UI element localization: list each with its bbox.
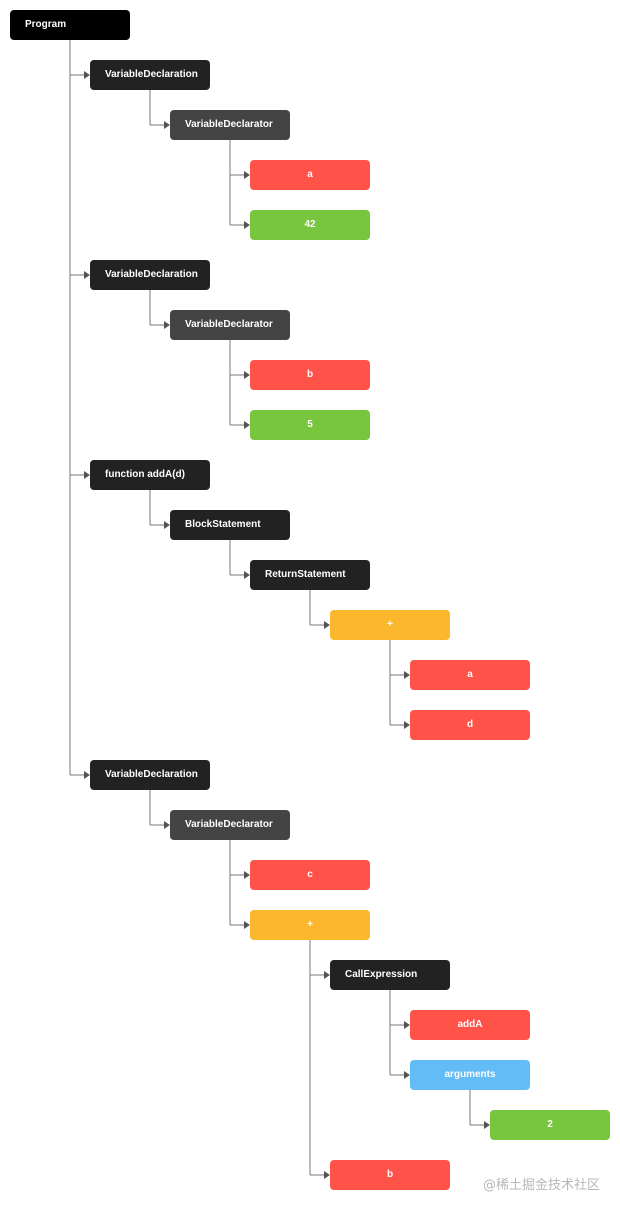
arrow-id-c [244, 871, 250, 879]
node-vdecl-2: VariableDeclaration [90, 260, 210, 290]
arrow-plus-2 [244, 921, 250, 929]
node-vdeclr-2: VariableDeclarator [170, 310, 290, 340]
node-label: function addA(d) [105, 469, 185, 480]
node-vdecl-3: VariableDeclaration [90, 760, 210, 790]
node-lit-5: 5 [250, 410, 370, 440]
arrow-args [404, 1071, 410, 1079]
node-label: VariableDeclaration [105, 769, 198, 780]
arrow-id-b-2 [324, 1171, 330, 1179]
node-label: b [306, 369, 314, 380]
node-call: CallExpression [330, 960, 450, 990]
node-label: 42 [304, 219, 316, 230]
node-program: Program [10, 10, 130, 40]
arrow-return [244, 571, 250, 579]
arrow-vdeclr-2 [164, 321, 170, 329]
node-label: + [387, 619, 393, 630]
node-label: VariableDeclarator [185, 119, 273, 130]
node-vdeclr-3: VariableDeclarator [170, 810, 290, 840]
arrow-lit-2 [484, 1121, 490, 1129]
arrow-func-adda [84, 471, 90, 479]
node-id-a: a [250, 160, 370, 190]
node-label: 5 [307, 419, 313, 430]
node-label: b [386, 1169, 394, 1180]
node-label: ReturnStatement [265, 569, 346, 580]
node-lit-2: 2 [490, 1110, 610, 1140]
node-id-b: b [250, 360, 370, 390]
arrow-id-a [244, 171, 250, 179]
watermark: @稀土掘金技术社区 [482, 1178, 600, 1193]
node-label: arguments [444, 1069, 496, 1080]
node-label: addA [457, 1019, 483, 1030]
arrow-id-d [404, 721, 410, 729]
node-id-adda: addA [410, 1010, 530, 1040]
node-label: VariableDeclaration [105, 269, 198, 280]
arrow-vdecl-3 [84, 771, 90, 779]
node-args: arguments [410, 1060, 530, 1090]
node-label: VariableDeclaration [105, 69, 198, 80]
arrow-vdeclr-3 [164, 821, 170, 829]
node-label: VariableDeclarator [185, 319, 273, 330]
node-block: BlockStatement [170, 510, 290, 540]
node-id-a-2: a [410, 660, 530, 690]
node-vdeclr-1: VariableDeclarator [170, 110, 290, 140]
arrow-id-a-2 [404, 671, 410, 679]
node-plus-1: + [330, 610, 450, 640]
arrow-vdecl-2 [84, 271, 90, 279]
node-id-c: c [250, 860, 370, 890]
node-lit-42: 42 [250, 210, 370, 240]
node-id-b-2: b [330, 1160, 450, 1190]
arrow-plus-1 [324, 621, 330, 629]
node-label: d [466, 719, 474, 730]
node-id-d: d [410, 710, 530, 740]
arrow-lit-5 [244, 421, 250, 429]
arrow-lit-42 [244, 221, 250, 229]
node-vdecl-1: VariableDeclaration [90, 60, 210, 90]
arrow-vdeclr-1 [164, 121, 170, 129]
arrow-id-b [244, 371, 250, 379]
node-func-adda: function addA(d) [90, 460, 210, 490]
node-label: a [467, 669, 473, 680]
node-plus-2: + [250, 910, 370, 940]
node-label: VariableDeclarator [185, 819, 273, 830]
node-label: BlockStatement [185, 519, 261, 530]
node-label: a [307, 169, 313, 180]
arrow-vdecl-1 [84, 71, 90, 79]
arrow-block [164, 521, 170, 529]
node-label: Program [25, 19, 67, 30]
node-label: 2 [547, 1119, 553, 1130]
node-return: ReturnStatement [250, 560, 370, 590]
arrow-call [324, 971, 330, 979]
node-label: + [307, 919, 313, 930]
node-label: c [307, 869, 313, 880]
node-label: CallExpression [345, 969, 418, 980]
arrow-id-adda [404, 1021, 410, 1029]
